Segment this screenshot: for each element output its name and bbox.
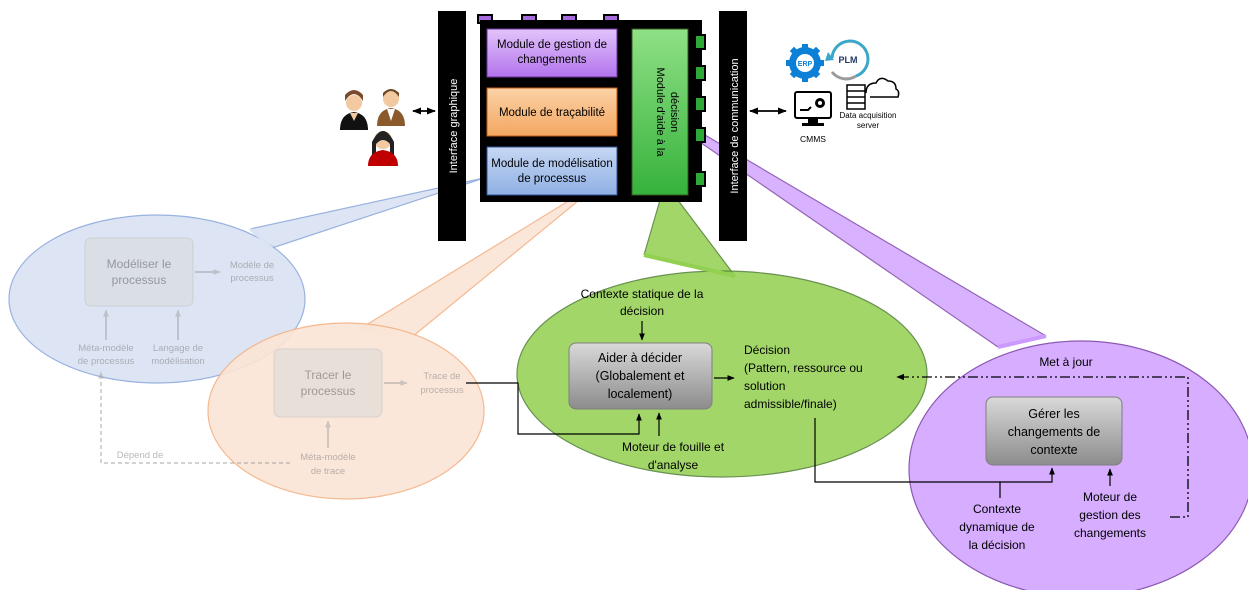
decision-context-line2: décision [620, 304, 664, 318]
process-language-line1: Langage de [153, 343, 203, 354]
change-activity-line1: Gérer les [1028, 407, 1079, 421]
trace-bubble-content: Tracer le processus Trace de processus M… [273, 348, 464, 477]
change-module-line1: Module de gestion de [497, 39, 607, 51]
decision-activity-line1: Aider à décider [598, 351, 682, 365]
decision-activity-line2: (Globalement et [596, 369, 685, 383]
traceability-module: Module de traçabilité [486, 87, 618, 137]
trace-activity-line2: processus [301, 384, 356, 398]
change-bubble-content: Met à jour Gérer les changements de cont… [896, 355, 1189, 552]
trace-output-line2: processus [420, 385, 464, 396]
plm-icon: PLM [825, 39, 870, 81]
decision-bubble-content: Contexte statique de la décision Aider à… [568, 287, 863, 472]
decision-to-change-connector [814, 418, 1055, 483]
change-module: Module de gestion de changements [486, 28, 618, 78]
trace-output-line1: Trace de [423, 371, 460, 382]
change-context-line2: dynamique de [959, 520, 1035, 534]
decision-bubble [516, 181, 928, 478]
trace-meta-line1: Méta-modèle [300, 452, 355, 463]
depends-on-label: Dépend de [117, 450, 163, 461]
trace-to-decision-connector [466, 382, 642, 435]
decision-engine-line2: d'analyse [648, 458, 699, 472]
process-output-line2: processus [230, 273, 274, 284]
trace-meta-line2: de trace [311, 466, 345, 477]
process-module-line2: de processus [518, 173, 587, 185]
trace-activity-line1: Tracer le [305, 368, 352, 382]
change-activity-line3: contexte [1030, 443, 1077, 457]
decision-engine-line1: Moteur de fouille et [622, 440, 725, 454]
decision-context-line1: Contexte statique de la [581, 287, 704, 301]
graphical-interface-label: Interface graphique [448, 79, 460, 174]
graphical-interface-bar: Interface graphique [438, 11, 466, 241]
plm-label: PLM [839, 55, 858, 65]
decision-output-line4: admissible/finale) [744, 397, 837, 411]
process-bubble-content: Modéliser le processus Modèle de process… [78, 237, 274, 367]
decision-output-line3: solution [744, 379, 785, 393]
decision-output-line2: (Pattern, ressource ou [744, 361, 863, 375]
cmms-icon: CMMS [794, 91, 832, 144]
server-label-line1: Data acquisition [840, 111, 897, 120]
communication-interface-label: Interface de communication [729, 58, 741, 193]
server-label-line2: server [857, 121, 880, 130]
updates-label: Met à jour [1039, 355, 1092, 369]
change-activity-line2: changements de [1008, 425, 1100, 439]
process-language-line2: modélisation [151, 356, 204, 367]
process-meta-line1: Méta-modèle [78, 343, 133, 354]
change-engine-line2: gestion des [1079, 508, 1140, 522]
change-engine-line3: changements [1074, 526, 1146, 540]
change-context-line3: la décision [969, 538, 1026, 552]
communication-interface-bar: Interface de communication [719, 11, 747, 241]
depends-on-connector: Dépend de [98, 371, 290, 464]
process-activity-line2: processus [112, 273, 167, 287]
process-modeling-module: Module de modélisation de processus [486, 146, 618, 196]
cmms-label: CMMS [800, 134, 826, 144]
process-meta-line2: de processus [78, 356, 135, 367]
change-context-line1: Contexte [973, 502, 1021, 516]
erp-label: ERP [798, 61, 813, 68]
process-output-line1: Modèle de [230, 260, 274, 271]
change-engine-line1: Moteur de [1083, 490, 1137, 504]
erp-icon: ERP [786, 44, 824, 82]
users-icon [340, 89, 405, 166]
decision-module-line1: Module d'aide à la [654, 68, 666, 158]
decision-activity-line3: localement) [608, 387, 673, 401]
traceability-module-label: Module de traçabilité [499, 107, 605, 119]
change-module-line2: changements [517, 54, 586, 66]
decision-module-line2: décision [668, 92, 680, 132]
process-activity-line1: Modéliser le [107, 257, 172, 271]
decision-output-line1: Décision [744, 343, 790, 357]
server-icon: Data acquisition server [840, 77, 900, 130]
process-module-line1: Module de modélisation [491, 158, 612, 170]
decision-module: Module d'aide à la décision [631, 28, 689, 196]
